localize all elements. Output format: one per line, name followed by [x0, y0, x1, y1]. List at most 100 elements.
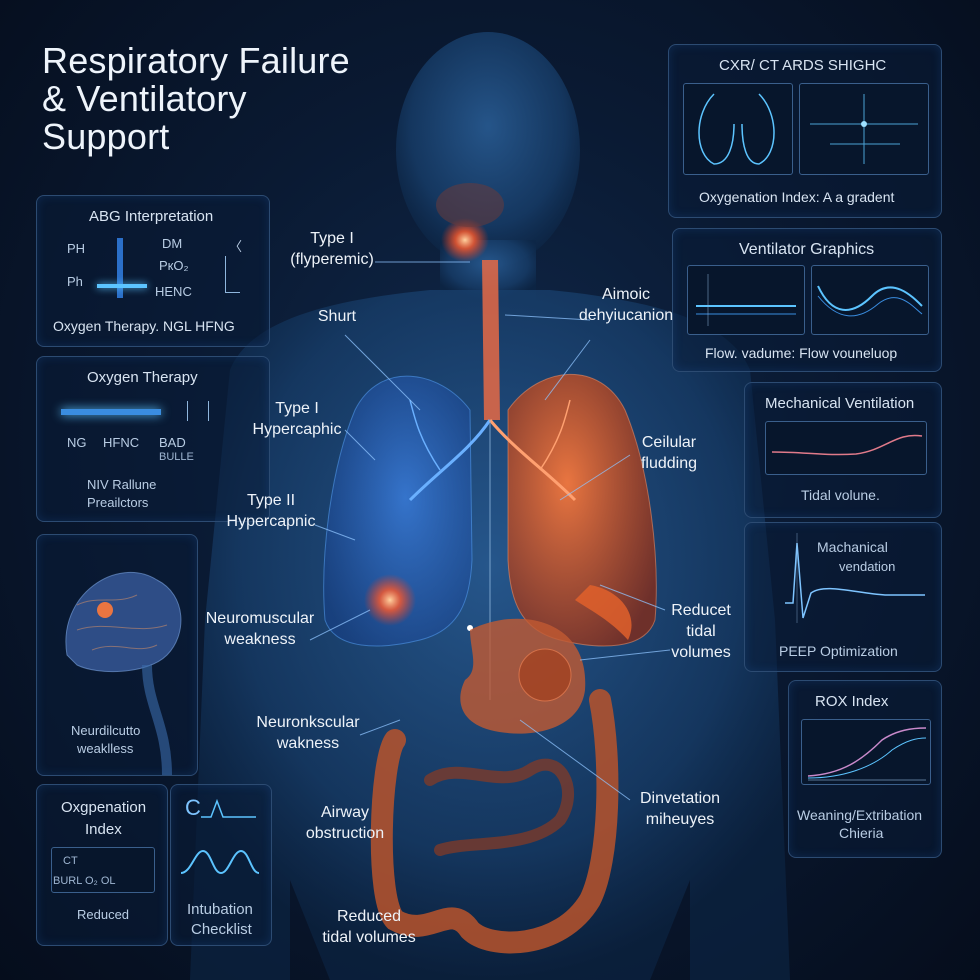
neuro-line-1: Neurdilcutto	[71, 723, 141, 738]
label-reduced2-line3: volumes	[671, 644, 731, 661]
page-title: Respiratory Failure & Ventilatory Suppor…	[42, 42, 422, 156]
rox-footer-1: Weaning/Extribation	[797, 807, 923, 823]
label-airway-line1: Airway	[320, 804, 369, 821]
oxyidx-line-1: Oxgpenation	[61, 799, 147, 816]
title-line-2: & Ventilatory	[42, 78, 247, 119]
intubation-waveform-2	[181, 849, 260, 875]
label-aimoic-line1: Aimoic	[601, 286, 650, 303]
label-type1c-line2: Hypercaphic	[252, 421, 342, 438]
intubation-glyph: C	[185, 795, 201, 820]
label-neuromuscular-1: Neuromuscular weakness	[200, 608, 320, 650]
cxr-image-2	[799, 83, 929, 175]
oxyidx-footer: Reduced	[77, 907, 130, 922]
intubation-panel[interactable]: C Intubation Checklist	[170, 784, 272, 946]
abg-footer: Oxygen Therapy. NGL HFNG	[53, 318, 235, 334]
intubation-line-1: Intubation	[187, 901, 253, 918]
label-cellular: Ceilular fludding	[624, 432, 714, 474]
neuro-panel[interactable]: Neurdilcutto weaklless	[36, 534, 198, 776]
label-neuromuscular-2: Neuronkscular wakness	[244, 712, 372, 754]
label-shunt: Shurt	[317, 308, 357, 325]
small-intestine	[424, 758, 575, 856]
peep-line-2: vendation	[839, 559, 896, 574]
throat-glow	[441, 218, 489, 262]
abg-bar-glow	[97, 284, 147, 288]
oxygen-therapy-panel[interactable]: Oxygen Therapy NG HFNC BAD BULLE NIV Ral…	[36, 356, 270, 522]
abg-r2b: PкO₂	[159, 258, 189, 273]
label-reduced1-line2: tidal volumes	[322, 929, 416, 946]
intubation-line-2: Checklist	[191, 921, 252, 938]
label-dinv-line1: Dinvetation	[639, 790, 721, 807]
diaphragm	[575, 585, 632, 640]
label-cellular-line1: Ceilular	[641, 434, 697, 451]
nasal-cavity	[436, 183, 504, 227]
oxygen-c3sub: BULLE	[159, 451, 194, 463]
abg-r3b: HENC	[155, 284, 192, 299]
stomach-detail	[518, 648, 572, 702]
ventilator-graphics-panel[interactable]: Ventilator Graphics Flow. vadume: Flow v…	[672, 228, 942, 372]
oxygen-c3: BAD	[159, 435, 186, 450]
label-type2-line1: Type II	[246, 492, 296, 509]
mech-vent-title: Mechanical Ventilation	[765, 395, 915, 412]
label-neuro2-line2: wakness	[276, 735, 340, 752]
label-reduced2-line1: Reducet	[671, 602, 731, 619]
mech-vent-chart	[765, 421, 927, 475]
oxyidx-chip-1: CT	[63, 855, 78, 867]
vent-graphics-title: Ventilator Graphics	[739, 241, 875, 258]
label-type1: Type I (flyperemic)	[282, 228, 382, 270]
label-reduced-2: Reducet tidal volumes	[656, 600, 746, 663]
label-airway-line2: obstruction	[305, 825, 385, 842]
mech-vent-footer: Tidal volune.	[801, 487, 880, 503]
bronchi	[408, 399, 577, 502]
label-neuro2-line1: Neuronkscular	[256, 714, 360, 731]
peep-waveform	[785, 533, 925, 623]
abg-panel[interactable]: ABG Interpretation PH DM 〈 Ph PкO₂ HENC …	[36, 195, 270, 347]
oxygenation-index-panel[interactable]: Oxgpenation Index CT BURL O₂ OL Reduced	[36, 784, 168, 946]
left-lung	[323, 375, 473, 647]
abg-bracket	[225, 256, 240, 293]
peep-line-1: Machanical	[817, 539, 888, 555]
neuro-line-2: weaklless	[77, 741, 134, 756]
abg-r2a: Ph	[67, 274, 83, 289]
abg-title: ABG Interpretation	[89, 208, 214, 225]
oxygen-footer-2: Preailctors	[87, 495, 149, 510]
label-dinv-line2: mihеuyes	[645, 811, 715, 828]
oxyidx-chip-2: BURL O₂ OL	[53, 875, 116, 887]
label-type1-line2: (flyperemic)	[290, 251, 374, 268]
vent-graphics-footer: Flow. vadume: Flow vouneluop	[705, 345, 898, 361]
label-type1-hypercaphic: Type I Hypercaphic	[242, 398, 352, 440]
leader-lines	[309, 261, 671, 801]
cxr-image-1	[683, 83, 793, 175]
oxygen-footer-1: NIV Rallune	[87, 477, 157, 492]
abg-bar	[117, 238, 123, 298]
peep-panel[interactable]: Machanical vendation PEEP Optimization	[744, 522, 942, 672]
title-line-3: Support	[42, 116, 170, 157]
abg-r1b: DM	[162, 236, 183, 251]
label-type2: Type II Hypercapnic	[216, 490, 326, 532]
label-type2-line2: Hypercapnic	[226, 513, 316, 530]
rox-panel[interactable]: ROX Index Weaning/Extribation Chieria	[788, 680, 942, 858]
label-airway: Airway obstruction	[290, 802, 400, 844]
trachea	[482, 260, 500, 420]
intubation-waveform-1	[201, 798, 256, 818]
oxyidx-line-2: Index	[85, 821, 122, 838]
label-cellular-line2: fludding	[640, 455, 698, 472]
label-dinvetation: Dinvetation mihеuyes	[620, 788, 740, 830]
lung-lesion-glow	[364, 574, 416, 626]
peep-footer: PEEP Optimization	[779, 643, 898, 659]
vent-graphics-chart-2	[811, 265, 929, 335]
rox-chart	[801, 719, 931, 785]
mechanical-ventilation-panel[interactable]: Mechanical Ventilation Tidal volune.	[744, 382, 942, 518]
rox-title: ROX Index	[815, 693, 889, 710]
cxr-title: CXR/ CT ARDS SHIGHC	[719, 57, 887, 74]
label-aimoic-line2: dehyiucanion	[578, 307, 674, 324]
cxr-panel[interactable]: CXR/ CT ARDS SHIGHC Oxygenation Index: A…	[668, 44, 942, 218]
oxygen-c1: NG	[67, 435, 87, 450]
label-type1-line1: Type I	[310, 230, 354, 247]
abg-r1c: 〈	[229, 239, 243, 254]
rox-footer-2: Chieria	[839, 825, 884, 841]
oxygen-switch	[187, 401, 209, 421]
oxygen-bar	[61, 409, 161, 415]
label-reduced-1: Reduced tidal volumes	[304, 906, 434, 948]
label-type1c-line1: Type I	[275, 400, 319, 417]
